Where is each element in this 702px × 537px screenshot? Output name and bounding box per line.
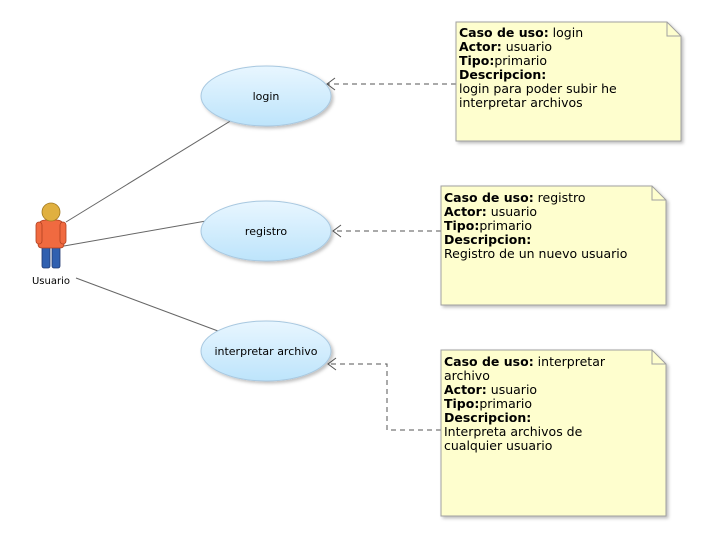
note-registro-actor-key: Actor: — [444, 204, 487, 219]
note-interpretar-tipo-key: Tipo: — [444, 396, 480, 411]
actor-icon — [35, 202, 67, 269]
note-shape-login — [455, 21, 682, 142]
note-login-uc-val: login — [548, 25, 584, 40]
note-registro-uc-val: registro — [533, 190, 586, 205]
usecase-registro-label: registro — [245, 225, 287, 238]
usecase-login[interactable]: login — [200, 65, 332, 127]
note-login-desc-val: login para poder subir he interpretar ar… — [459, 81, 617, 110]
note-login-tipo-val: primario — [494, 53, 548, 68]
note-interpretar-tipo-val: primario — [479, 396, 533, 411]
usecase-login-label: login — [253, 90, 280, 103]
note-login-actor-val: usuario — [501, 39, 553, 54]
note-interpretar-uc-key: Caso de uso: — [444, 354, 534, 369]
note-registro-actor-val: usuario — [486, 204, 538, 219]
note-interpretar-uc-val: interpretar archivo — [444, 354, 605, 383]
note-login-tipo-key: Tipo: — [459, 53, 495, 68]
note-interpretar: Caso de uso: interpretar archivo Actor: … — [444, 355, 644, 453]
note-registro-uc-key: Caso de uso: — [444, 190, 534, 205]
association-interpretar — [75, 277, 219, 332]
note-login: Caso de uso: login Actor: usuario Tipo:p… — [459, 26, 659, 110]
note-shape-registro — [440, 185, 667, 306]
association-login — [65, 119, 233, 223]
note-interpretar-desc-val: Interpreta archivos de cualquier usuario — [444, 424, 583, 453]
usecase-interpretar-label: interpretar archivo — [214, 345, 317, 358]
usecase-interpretar[interactable]: interpretar archivo — [200, 320, 332, 382]
note-link-registro — [332, 224, 441, 238]
note-link-interpretar — [327, 357, 441, 431]
note-registro-tipo-val: primario — [479, 218, 533, 233]
note-shape-interpretar — [440, 349, 667, 517]
note-registro-desc-val: Registro de un nuevo usuario — [444, 246, 628, 261]
note-link-login — [326, 77, 456, 91]
note-interpretar-actor-key: Actor: — [444, 382, 487, 397]
note-login-uc-key: Caso de uso: — [459, 25, 549, 40]
note-registro: Caso de uso: registro Actor: usuario Tip… — [444, 191, 644, 261]
usecase-registro[interactable]: registro — [200, 200, 332, 262]
note-interpretar-desc-key: Descripcion: — [444, 410, 532, 425]
note-login-actor-key: Actor: — [459, 39, 502, 54]
actor-label: Usuario — [32, 276, 70, 287]
note-login-desc-key: Descripcion: — [459, 67, 547, 82]
association-registro — [63, 220, 207, 247]
note-registro-desc-key: Descripcion: — [444, 232, 532, 247]
note-registro-tipo-key: Tipo: — [444, 218, 480, 233]
note-interpretar-actor-val: usuario — [486, 382, 538, 397]
actor-usuario[interactable]: Usuario — [32, 202, 70, 287]
